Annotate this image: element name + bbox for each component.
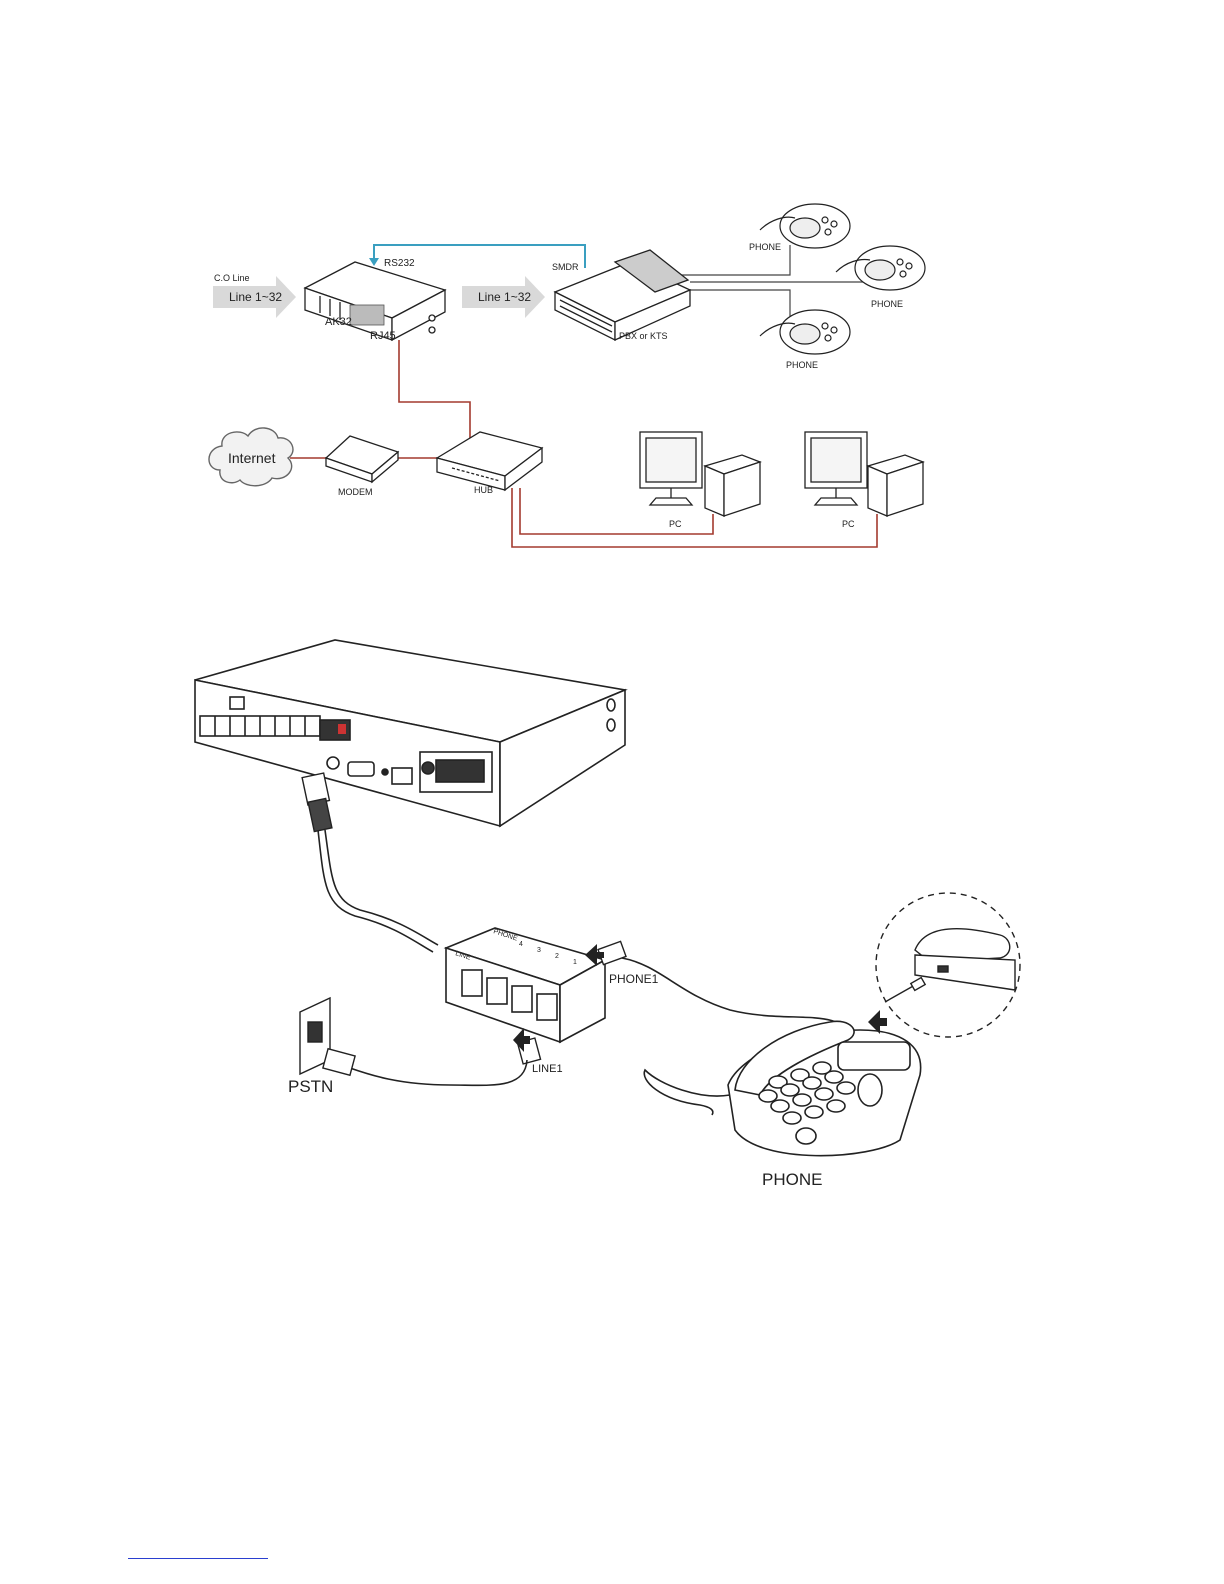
top-connection-diagram: C.O Line Line 1~32 Line 1~32 RS232 SMDR … [209,204,925,547]
phone-label-1: PHONE [749,242,781,252]
bottom-installation-diagram: LINE PHONE 4 3 2 1 [195,640,1020,1189]
ak32-label: AK32 [325,316,352,328]
zoom-phone-detail [885,929,1015,1002]
device-splitter-cable-inner [318,830,433,952]
phone-top-3 [760,310,850,354]
co-line-label: C.O Line [214,273,250,283]
pstn-label: PSTN [288,1077,333,1096]
pstn-wall-jack [300,998,355,1075]
line1-label: LINE1 [532,1063,563,1075]
splitter-port-2: 2 [555,953,559,960]
phone-device [644,1021,920,1155]
rj45-label: RJ45 [370,330,396,342]
hub-label: HUB [474,485,493,495]
pc-label-1: PC [669,519,682,529]
phone-label: PHONE [762,1170,822,1189]
arrow-right-label: Line 1~32 [478,290,531,304]
pstn-cable [350,1060,527,1085]
arrow-left-label: Line 1~32 [229,290,282,304]
pc-label-2: PC [842,519,855,529]
phone-label-3: PHONE [786,360,818,370]
smdr-label: SMDR [552,262,579,272]
pbx-phone-line-3 [688,290,790,320]
phone1-label: PHONE1 [609,972,659,986]
pc-1 [640,432,760,516]
splitter-port-1: 1 [573,959,577,966]
splitter-port-3: 3 [537,947,541,954]
device-rj45-ports [200,716,320,736]
footer-underline [128,1558,268,1559]
rj45-lan-cable [399,340,470,448]
line-splitter [446,928,605,1042]
phone-coil-cord [644,1070,730,1115]
hub-device [437,432,542,490]
main-device-box [195,640,625,826]
ak32-device [305,262,445,340]
hub-pc1-cable [520,488,713,534]
phone-label-2: PHONE [871,299,903,309]
pbx-label: PBX or KTS [619,331,668,341]
modem-label: MODEM [338,487,373,497]
device-splitter-cable [325,830,438,945]
device-rj45-plug [302,773,332,832]
splitter-port-4: 4 [519,941,523,948]
modem-device [326,436,398,482]
rs232-arrowhead [369,258,379,266]
internet-label: Internet [228,450,276,466]
pc-2 [805,432,923,516]
hub-pc2-cable [512,488,877,547]
phone-top-2 [836,246,925,290]
rs232-label: RS232 [384,258,415,269]
